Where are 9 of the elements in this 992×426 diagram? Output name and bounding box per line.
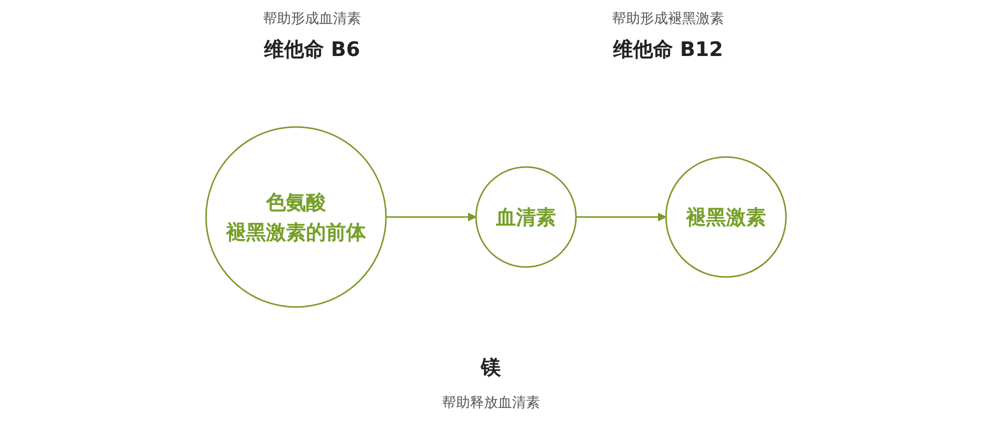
arrow bbox=[386, 212, 476, 222]
cofactor-note: 帮助形成褪黑激素 bbox=[612, 10, 724, 28]
cofactor-name: 维他命 B6 bbox=[264, 36, 360, 63]
cofactor-note: 帮助形成血清素 bbox=[263, 10, 361, 28]
node-circle: 血清素 bbox=[475, 166, 577, 268]
cofactor-note: 帮助释放血清素 bbox=[442, 394, 540, 412]
cofactor-name: 维他命 B12 bbox=[612, 36, 724, 63]
arrow bbox=[576, 212, 666, 222]
cofactor-name: 镁 bbox=[481, 354, 501, 381]
